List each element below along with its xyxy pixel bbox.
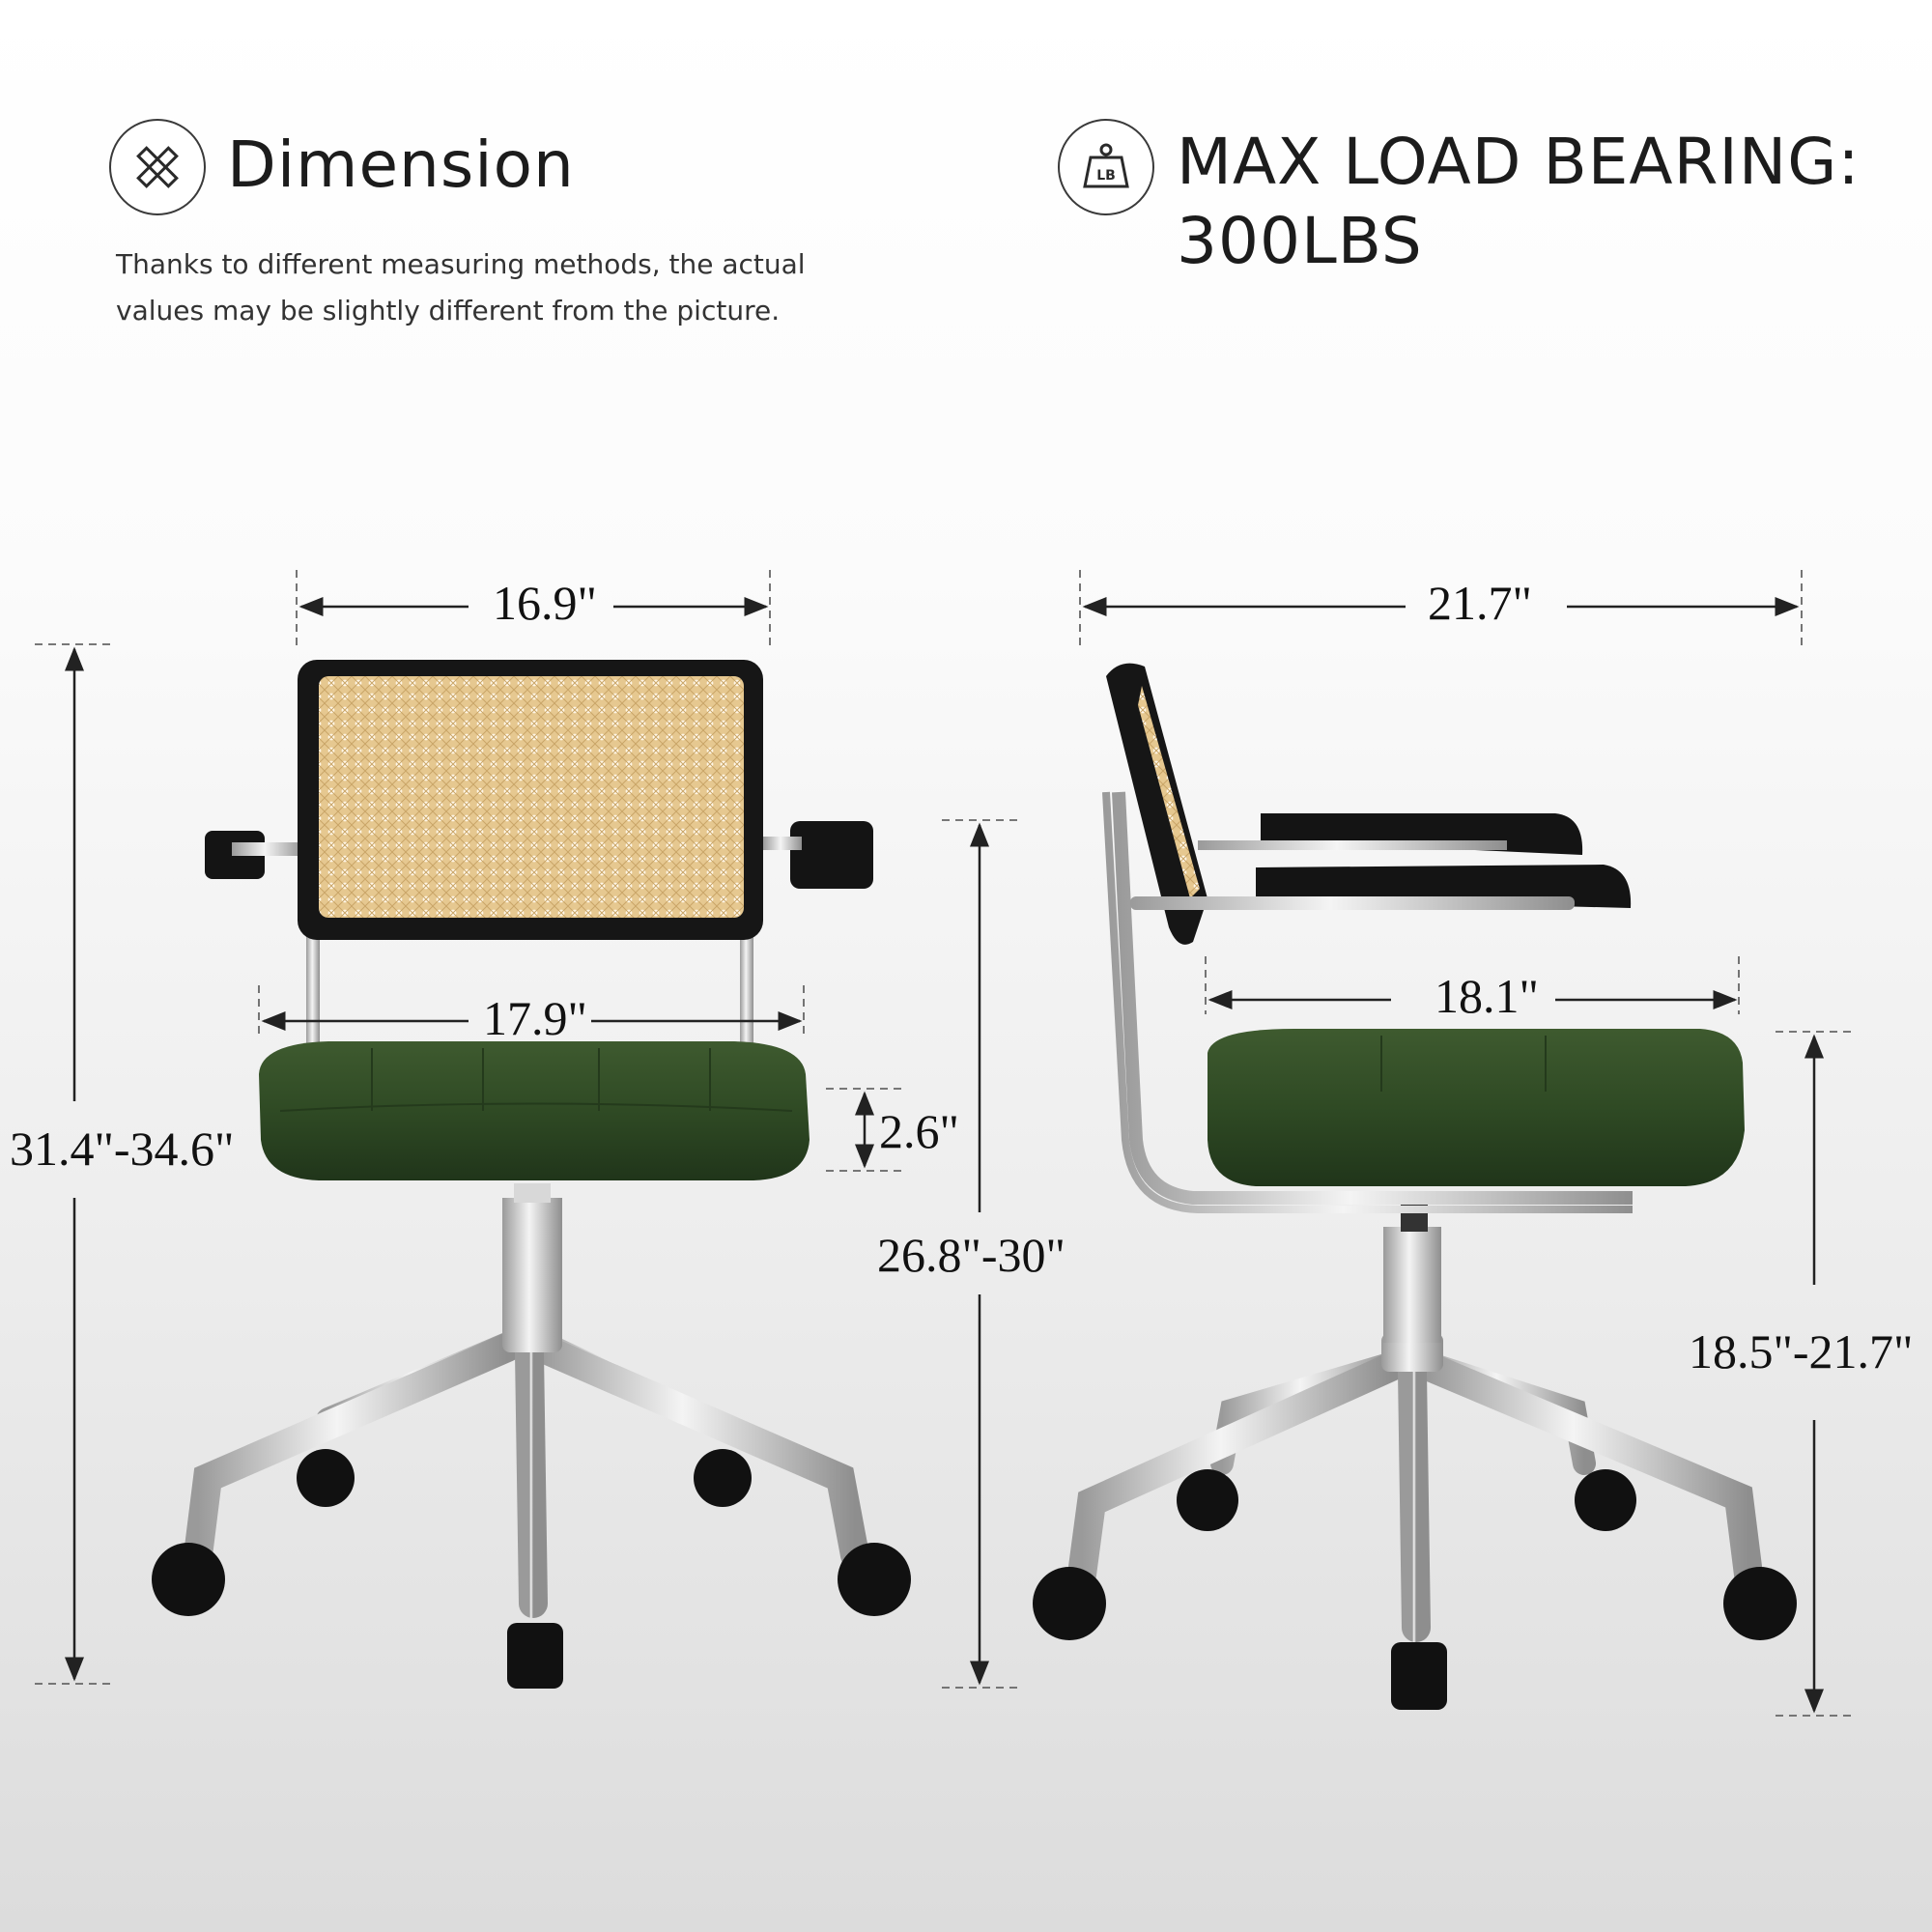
side-seat-cushion <box>1208 1029 1745 1186</box>
front-overall-height-label: 31.4"-34.6" <box>10 1122 235 1176</box>
front-seat-thickness-label: 2.6" <box>879 1104 959 1158</box>
side-view-chair <box>1033 663 1797 1710</box>
side-seat-height-label: 18.5"-21.7" <box>1689 1324 1914 1378</box>
side-armrests <box>1130 813 1632 910</box>
dimension-title: Dimension <box>227 128 575 202</box>
side-backrest-frame <box>1106 663 1208 945</box>
side-overall-depth-label: 21.7" <box>1428 576 1532 630</box>
max-load-value: 300LBS <box>1177 204 1423 278</box>
front-seat-cushion <box>259 1041 810 1180</box>
front-seat-width-label: 17.9" <box>483 991 587 1045</box>
dimension-lines <box>35 570 1853 1717</box>
lb-label: LB <box>1096 168 1116 184</box>
max-load-label: MAX LOAD BEARING: <box>1177 125 1861 199</box>
weight-lb-icon: LB <box>1058 119 1154 215</box>
side-gas-cylinder <box>1383 1227 1441 1343</box>
front-armrest-height-label: 26.8"-30" <box>877 1228 1065 1282</box>
side-base <box>1067 1350 1763 1642</box>
front-base <box>184 1330 869 1618</box>
measurement-note-line-2: values may be slightly different from th… <box>116 295 781 327</box>
measurement-note-line-1: Thanks to different measuring methods, t… <box>116 248 806 280</box>
side-casters <box>1033 1469 1797 1710</box>
side-seat-depth-label: 18.1" <box>1435 969 1539 1023</box>
front-gas-cylinder <box>502 1198 562 1323</box>
ruler-pencil-icon <box>109 119 206 215</box>
front-casters <box>152 1449 911 1689</box>
front-rattan-panel <box>319 676 744 918</box>
front-view-chair <box>152 660 911 1689</box>
front-armrests <box>205 821 873 889</box>
front-backrest-width-label: 16.9" <box>493 576 597 630</box>
